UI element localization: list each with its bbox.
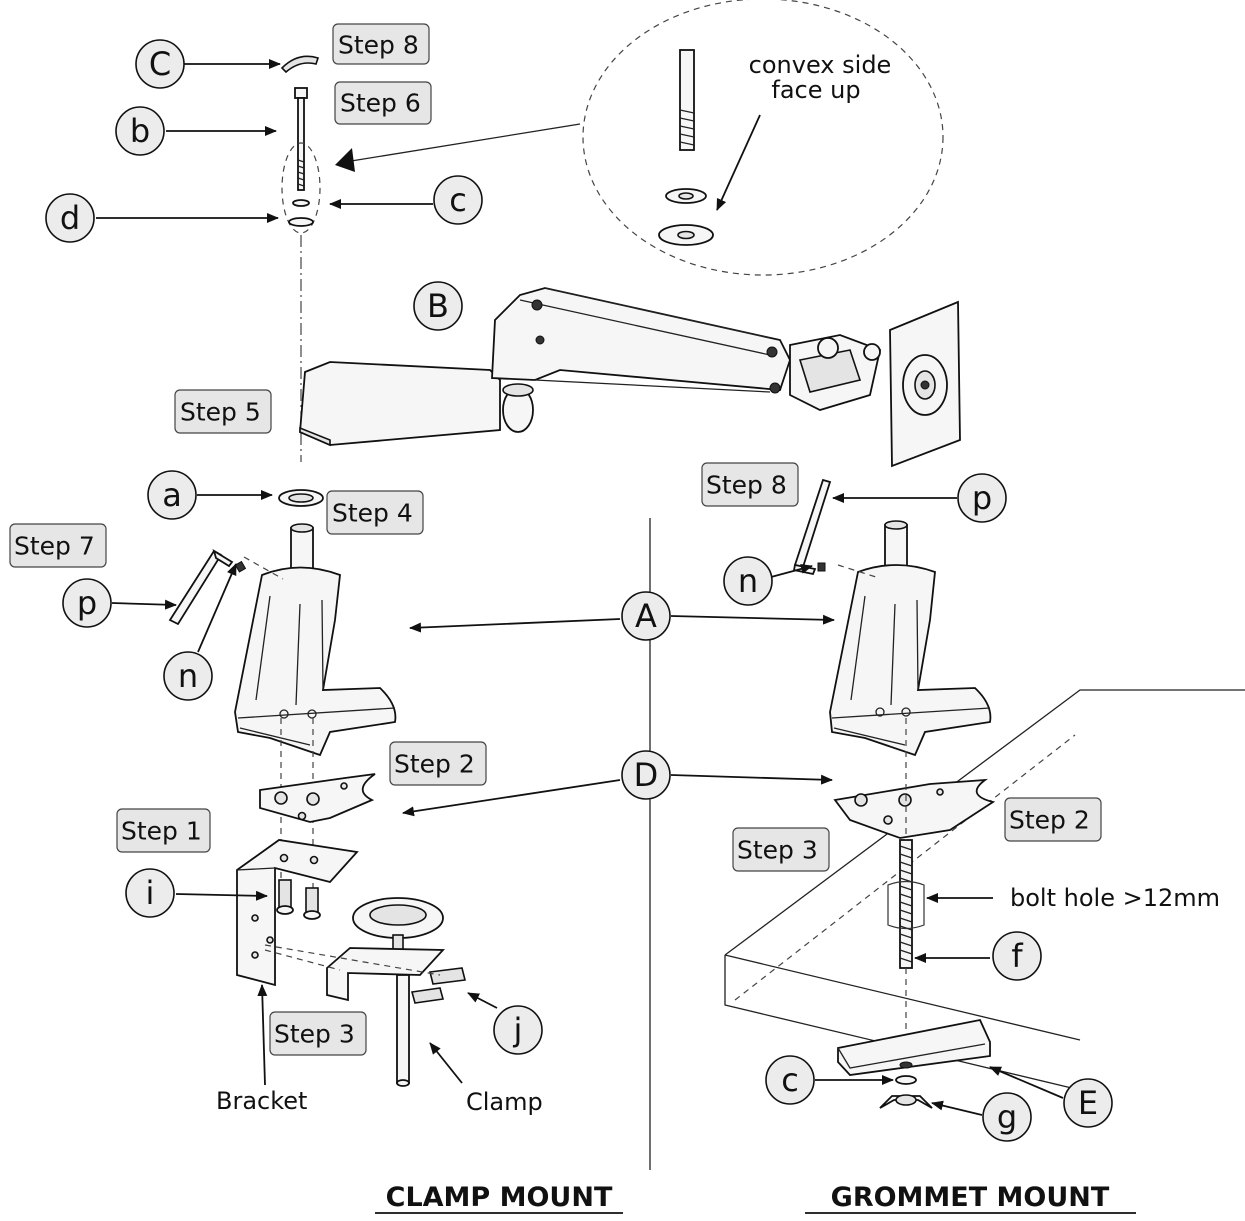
label-n-right: n — [738, 562, 758, 600]
ring-part-left — [278, 489, 324, 507]
label-j-circle: j — [493, 1005, 543, 1055]
step1-box: Step 1 — [116, 808, 211, 853]
label-f: f — [1011, 937, 1023, 975]
label-c-top: c — [449, 181, 467, 219]
step6-box: Step 6 — [334, 81, 432, 125]
label-D: D — [634, 756, 659, 794]
label-B: B — [427, 287, 449, 325]
bracket-label: Bracket — [216, 1087, 307, 1115]
pole-base-right — [829, 520, 992, 757]
label-j: j — [513, 1011, 523, 1049]
label-C-circle: C — [135, 39, 185, 89]
setscrew-dash-left — [243, 556, 284, 580]
label-c-top-circle: c — [433, 175, 483, 225]
step3-right: Step 3 — [737, 836, 818, 865]
step3-right-box: Step 3 — [732, 827, 830, 872]
grommet-mount-title: GROMMET MOUNT — [831, 1182, 1110, 1213]
label-d-circle: d — [45, 193, 95, 243]
label-n-left-circle: n — [163, 651, 213, 701]
label-E-circle: E — [1063, 1078, 1113, 1128]
label-i: i — [146, 874, 155, 912]
step7-box: Step 7 — [9, 523, 107, 568]
convex-note-line1: convex side — [749, 51, 892, 79]
step5-box: Step 5 — [174, 389, 272, 434]
pole-base-left — [234, 523, 397, 757]
step8-right: Step 8 — [706, 471, 787, 500]
bracket-part — [236, 839, 359, 987]
step8-top-box: Step 8 — [332, 23, 430, 65]
desk-surface — [724, 689, 1245, 1091]
label-A-circle: A — [621, 591, 671, 641]
step2-left: Step 2 — [394, 750, 475, 779]
step6: Step 6 — [340, 89, 421, 118]
step2-left-box: Step 2 — [389, 741, 487, 786]
label-i-circle: i — [125, 868, 175, 918]
step4: Step 4 — [332, 499, 413, 528]
step5: Step 5 — [180, 398, 261, 427]
label-n-right-circle: n — [723, 556, 773, 606]
label-c-right-circle: c — [765, 1055, 815, 1105]
washer-c-right — [895, 1075, 917, 1085]
label-p-right: p — [972, 479, 992, 517]
plate-left — [259, 773, 376, 823]
label-n-left: n — [178, 657, 198, 695]
step7: Step 7 — [14, 532, 95, 561]
label-D-circle: D — [621, 750, 671, 800]
setscrew-dash-right — [837, 564, 877, 578]
label-a-circle: a — [147, 470, 197, 520]
clamp-label: Clamp — [466, 1088, 543, 1116]
label-C: C — [149, 45, 171, 83]
label-p-right-circle: p — [957, 473, 1007, 523]
wing-nut — [879, 1094, 933, 1109]
detail-callout: convex side face up — [335, 0, 944, 276]
threaded-rod — [887, 839, 925, 969]
hex-key-right — [792, 478, 832, 576]
label-a: a — [162, 476, 182, 514]
label-d: d — [60, 199, 80, 237]
label-g-circle: g — [982, 1092, 1032, 1142]
label-f-circle: f — [992, 931, 1042, 981]
bolt-part — [294, 87, 308, 191]
hex-key-left — [168, 549, 247, 626]
step4-box: Step 4 — [326, 490, 424, 535]
label-c-right: c — [781, 1061, 799, 1099]
clamp-part — [326, 897, 466, 1087]
step3-left: Step 3 — [274, 1020, 355, 1049]
label-B-circle: B — [413, 281, 463, 331]
label-g: g — [997, 1098, 1017, 1136]
grommet-bracket — [837, 1018, 991, 1076]
convex-note-line2: face up — [771, 76, 860, 104]
step8-right-box: Step 8 — [701, 462, 799, 507]
clamp-mount-title: CLAMP MOUNT — [386, 1182, 613, 1213]
step2-right: Step 2 — [1009, 806, 1090, 835]
label-E: E — [1078, 1084, 1098, 1122]
cap-part — [280, 55, 320, 74]
washer-parts — [288, 199, 314, 227]
bolt-hole-label: bolt hole >12mm — [1010, 884, 1220, 912]
bolt-detail-ellipse — [281, 142, 321, 234]
small-washer-e — [899, 1061, 913, 1069]
step1: Step 1 — [121, 817, 202, 846]
step2-right-box: Step 2 — [1004, 797, 1102, 842]
monitor-arm-part — [299, 287, 961, 468]
step3-left-box: Step 3 — [269, 1011, 367, 1056]
label-A: A — [635, 597, 657, 635]
plate-right — [833, 778, 996, 839]
clamp-dash-lines — [264, 944, 441, 976]
label-p-left-circle: p — [62, 578, 112, 628]
step8-top: Step 8 — [338, 31, 419, 60]
label-b-circle: b — [115, 106, 165, 156]
label-b: b — [130, 112, 150, 150]
label-p-left: p — [77, 584, 97, 622]
